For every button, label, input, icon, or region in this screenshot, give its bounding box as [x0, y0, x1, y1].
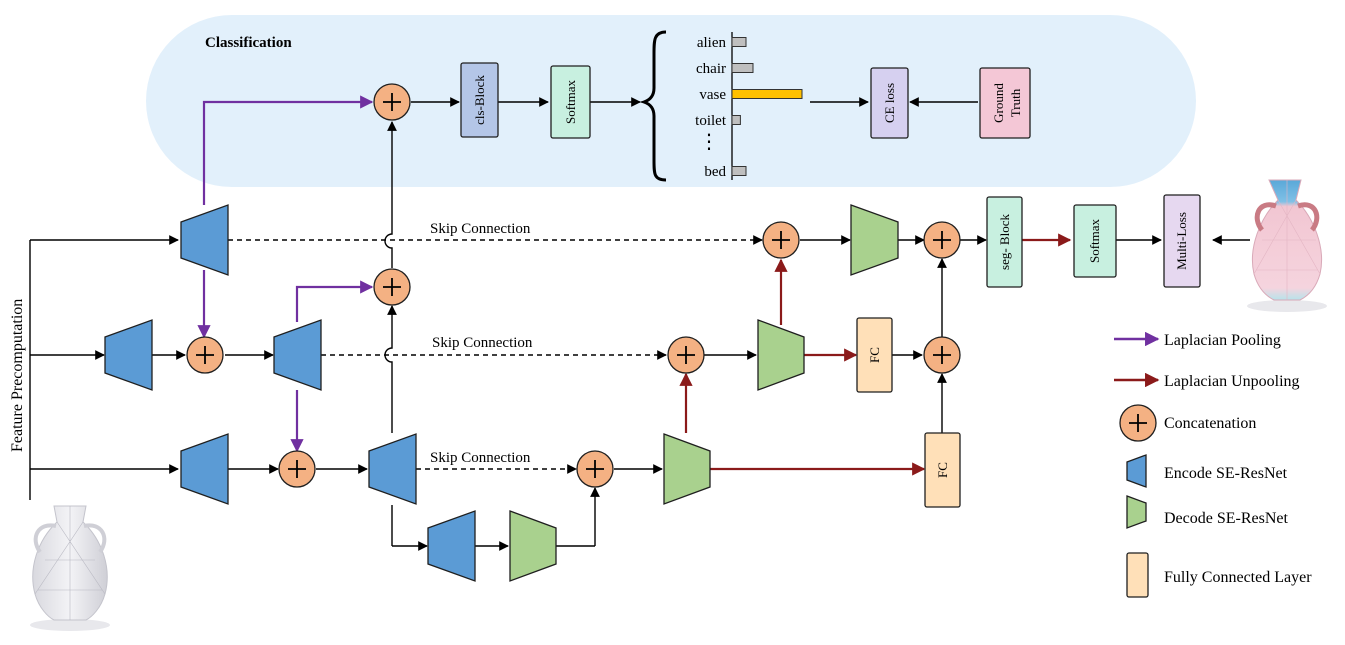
cls-block: cls-Block — [460, 62, 499, 138]
ground-truth-block: Ground Truth — [979, 67, 1031, 139]
concat-node-l3b — [576, 450, 614, 488]
legend-decoder-icon — [1126, 495, 1147, 529]
legend: Laplacian Pooling Laplacian Unpooling Co… — [1114, 331, 1312, 598]
unpooling-arrows — [679, 233, 1072, 476]
svg-text:Softmax: Softmax — [563, 79, 578, 124]
encoder-block-l2b — [273, 319, 322, 391]
bar-label-toilet: toilet — [695, 113, 727, 129]
class-probability-chart: ⋮ alien chair vase toilet bed — [695, 32, 803, 180]
svg-text:seg- Block: seg- Block — [997, 214, 1012, 270]
encoder-block-l3a — [180, 433, 229, 505]
connectors — [29, 97, 1250, 551]
classification-region — [146, 15, 1196, 187]
skip-connection-label-1: Skip Connection — [430, 221, 531, 237]
decoder-block-l1 — [850, 204, 899, 276]
output-vase-mesh — [1247, 179, 1327, 312]
concat-nodes — [186, 83, 961, 488]
svg-text:CE loss: CE loss — [882, 83, 897, 123]
multi-loss-block: Multi-Loss — [1163, 194, 1201, 288]
svg-text:FC: FC — [935, 462, 950, 478]
bar-label-chair: chair — [696, 61, 726, 77]
seg-block: seg- Block — [986, 196, 1023, 288]
feature-precomputation-label: Feature Precomputation — [9, 299, 26, 452]
bar-bed — [731, 166, 747, 176]
concat-node-l3a — [278, 450, 316, 488]
encoder-block-l3b — [368, 433, 417, 505]
decoder-block-l3 — [663, 433, 711, 505]
encoder-block-l1 — [180, 204, 229, 276]
bar-vase — [731, 89, 803, 99]
fc-block-2: FC — [924, 432, 961, 508]
decoder-block-l2 — [757, 319, 805, 391]
svg-text:Truth: Truth — [1008, 88, 1023, 117]
decoder-blocks — [509, 204, 899, 582]
legend-concat-icon — [1119, 404, 1157, 442]
bar-label-vase: vase — [699, 87, 726, 103]
concat-node-l2a — [186, 336, 224, 374]
concat-node-mid — [373, 268, 411, 306]
pooling-arrows — [197, 95, 374, 453]
encoder-blocks — [104, 204, 476, 582]
legend-pooling-label: Laplacian Pooling — [1164, 332, 1281, 349]
bar-chair — [731, 63, 754, 73]
legend-concat-label: Concatenation — [1164, 415, 1256, 432]
bar-label-bed: bed — [704, 164, 726, 180]
concat-node-l1b — [923, 221, 961, 259]
svg-text:cls-Block: cls-Block — [472, 75, 487, 125]
seg-softmax-block: Softmax — [1073, 204, 1117, 278]
input-vase-mesh — [30, 505, 110, 631]
legend-encoder-icon — [1126, 454, 1147, 488]
bar-label-alien: alien — [697, 35, 727, 51]
decoder-block-sub — [509, 510, 557, 582]
legend-fc-label: Fully Connected Layer — [1164, 569, 1312, 586]
skip-connection-label-2: Skip Connection — [432, 335, 533, 351]
concat-node-l2c — [923, 336, 961, 374]
skip-connection-label-3: Skip Connection — [430, 450, 531, 466]
svg-text:Ground: Ground — [991, 83, 1006, 123]
legend-unpooling-label: Laplacian Unpooling — [1164, 373, 1300, 390]
bar-toilet — [731, 115, 741, 125]
svg-text:Softmax: Softmax — [1087, 218, 1102, 263]
fc-block-1: FC — [856, 317, 893, 393]
bar-alien — [731, 37, 747, 47]
concat-node-cls — [373, 83, 411, 121]
encoder-block-sub — [427, 510, 476, 582]
cls-softmax-block: Softmax — [550, 65, 591, 139]
legend-decoder-label: Decode SE-ResNet — [1164, 510, 1289, 527]
svg-text:Multi-Loss: Multi-Loss — [1174, 212, 1189, 270]
svg-text:FC: FC — [867, 347, 882, 363]
classification-title: Classification — [205, 35, 292, 51]
concat-node-l1a — [762, 221, 800, 259]
legend-encoder-label: Encode SE-ResNet — [1164, 465, 1288, 482]
legend-fc-icon — [1126, 552, 1149, 598]
ce-loss-block: CE loss — [870, 67, 909, 139]
more-classes-dots: ⋮ — [699, 129, 719, 153]
concat-node-l2b — [667, 336, 705, 374]
encoder-block-l2a — [104, 319, 153, 391]
brace-icon — [639, 30, 667, 182]
